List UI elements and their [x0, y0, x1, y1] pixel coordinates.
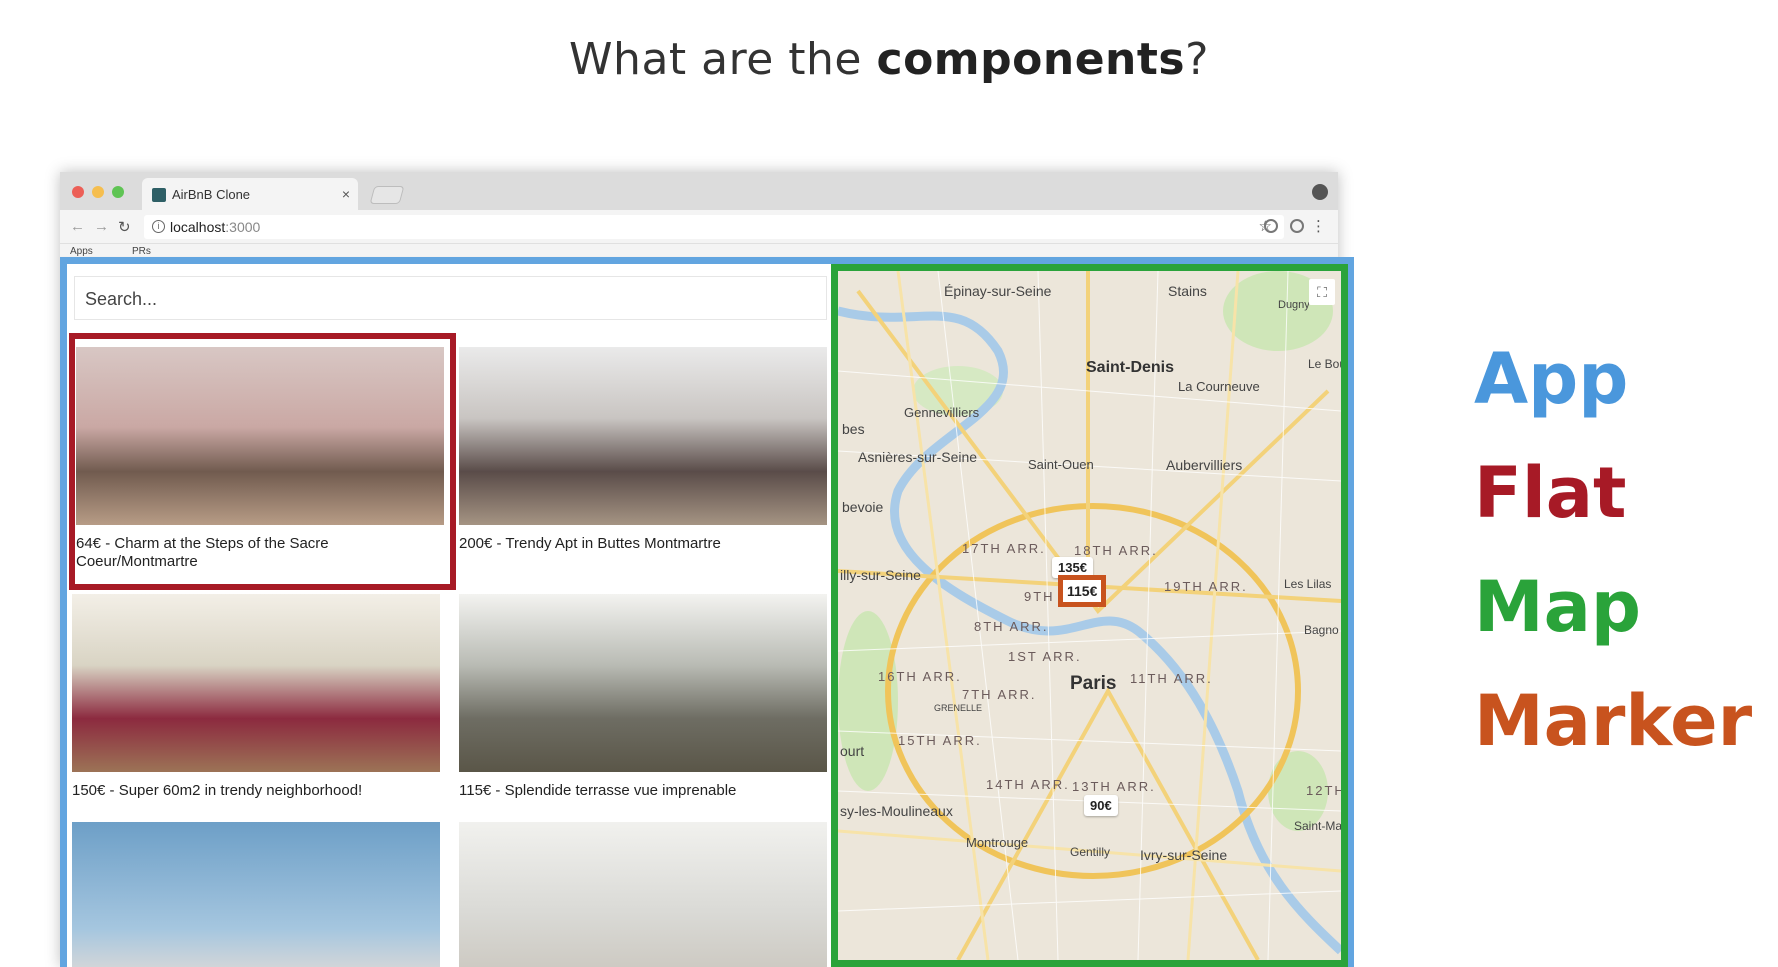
map-arrondissement-label: 15TH ARR.: [898, 733, 982, 748]
bookmarks-bar: Apps PRs: [60, 244, 1338, 256]
map-arrondissement-label: 19TH ARR.: [1164, 579, 1248, 594]
map-label: bevoie: [842, 499, 884, 515]
map-label: Gentilly: [1070, 845, 1111, 859]
map-label: Le Bou: [1308, 357, 1347, 371]
extension-icon[interactable]: [1290, 219, 1304, 233]
flat-image[interactable]: [459, 822, 827, 967]
map-arrondissement-label: 18TH ARR.: [1074, 543, 1158, 558]
map-arrondissement-label: 13TH ARR.: [1072, 779, 1156, 794]
slide-title-bold: components: [876, 34, 1186, 85]
highlighted-price-marker[interactable]: 115€: [1058, 575, 1107, 607]
back-arrow-icon[interactable]: ←: [70, 218, 85, 235]
map-label: GRENELLE: [934, 703, 983, 713]
map-label: Ivry-sur-Seine: [1140, 847, 1228, 863]
map-label: Bagno: [1304, 623, 1339, 637]
map-arrondissement-label: 17TH ARR.: [962, 541, 1046, 556]
flat-image[interactable]: [459, 594, 827, 772]
map-arrondissement-label: 7TH ARR.: [962, 687, 1037, 702]
map-label: La Courneuve: [1178, 379, 1260, 394]
close-tab-icon[interactable]: ×: [341, 186, 350, 202]
forward-arrow-icon[interactable]: →: [94, 218, 109, 235]
close-window-button[interactable]: [72, 186, 84, 198]
minimize-window-button[interactable]: [92, 186, 104, 198]
map-label: Saint-Ma: [1294, 819, 1343, 833]
slide-title: What are the components?: [0, 34, 1778, 85]
map-label: ourt: [840, 743, 865, 759]
flat-image[interactable]: [76, 347, 444, 525]
reload-icon[interactable]: ↻: [118, 219, 131, 236]
map-arrondissement-label: 14TH ARR.: [986, 777, 1070, 792]
bookmark-prs[interactable]: PRs: [132, 246, 151, 256]
legend-app: App: [1474, 338, 1629, 420]
map-arrondissement-label: 9TH A: [1024, 589, 1071, 604]
map-label: bes: [842, 421, 865, 437]
flat-image[interactable]: [459, 347, 827, 525]
shield-icon[interactable]: [1264, 219, 1278, 233]
maximize-window-button[interactable]: [112, 186, 124, 198]
url-port: :3000: [225, 219, 261, 235]
map-arrondissement-label: 11TH ARR.: [1130, 671, 1213, 686]
flat-title: 200€ - Trendy Apt in Buttes Montmartre: [459, 535, 721, 552]
fullscreen-icon[interactable]: ⛶: [1309, 279, 1335, 305]
new-tab-button[interactable]: [369, 186, 405, 204]
price-marker[interactable]: 90€: [1084, 795, 1118, 816]
map-label: Paris: [1070, 673, 1117, 694]
map-arrondissement-label: 12TH: [1306, 783, 1346, 798]
map-label: Saint-Ouen: [1028, 457, 1094, 472]
map-label: Dugny: [1278, 299, 1310, 311]
flat-title: 115€ - Splendide terrasse vue imprenable: [459, 782, 737, 799]
map-label: Montrouge: [966, 835, 1029, 850]
bookmark-apps[interactable]: Apps: [70, 246, 93, 256]
map-tiles: [838, 271, 1341, 960]
map-arrondissement-label: 8TH ARR.: [974, 619, 1049, 634]
map-label: Aubervilliers: [1166, 457, 1243, 473]
profile-icon[interactable]: [1312, 184, 1328, 200]
legend-map: Map: [1474, 566, 1642, 648]
map-component-frame[interactable]: Épinay-sur-Seine Stains Dugny Saint-Deni…: [831, 264, 1348, 967]
map-label: Saint-Denis: [1086, 359, 1175, 376]
map-label: Asnières-sur-Seine: [858, 449, 978, 465]
legend-marker: Marker: [1474, 680, 1753, 762]
map-label: Les Lilas: [1284, 577, 1332, 591]
map-arrondissement-label: 16TH ARR.: [878, 669, 962, 684]
flat-image[interactable]: [72, 594, 440, 772]
legend-flat: Flat: [1474, 452, 1627, 534]
slide-title-prefix: What are the: [569, 34, 877, 85]
flat-title: 64€ - Charm at the Steps of the Sacre Co…: [76, 535, 329, 570]
tab-bar: AirBnB Clone ×: [60, 172, 1338, 210]
favicon-icon: [152, 188, 166, 202]
map-label: sy-les-Moulineaux: [840, 803, 953, 819]
map-label: Stains: [1168, 283, 1207, 299]
url-host: localhost: [170, 219, 226, 235]
url-input[interactable]: i localhost:3000 ☆: [144, 215, 1284, 239]
address-bar: ← → ↻ i localhost:3000 ☆ ⋮: [60, 210, 1338, 244]
browser-tab[interactable]: AirBnB Clone ×: [142, 178, 358, 210]
price-marker[interactable]: 135€: [1052, 557, 1093, 578]
search-input[interactable]: Search...: [74, 276, 827, 320]
flat-title: 150€ - Super 60m2 in trendy neighborhood…: [72, 782, 363, 799]
map-label: illy-sur-Seine: [840, 567, 921, 583]
flat-image[interactable]: [72, 822, 440, 967]
tab-title: AirBnB Clone: [172, 187, 251, 202]
info-icon[interactable]: i: [152, 220, 165, 233]
map-label: Épinay-sur-Seine: [944, 283, 1052, 299]
map-label: Gennevilliers: [904, 405, 980, 420]
slide-title-suffix: ?: [1185, 34, 1209, 85]
menu-icon[interactable]: ⋮: [1311, 218, 1326, 235]
map-arrondissement-label: 1ST ARR.: [1008, 649, 1082, 664]
